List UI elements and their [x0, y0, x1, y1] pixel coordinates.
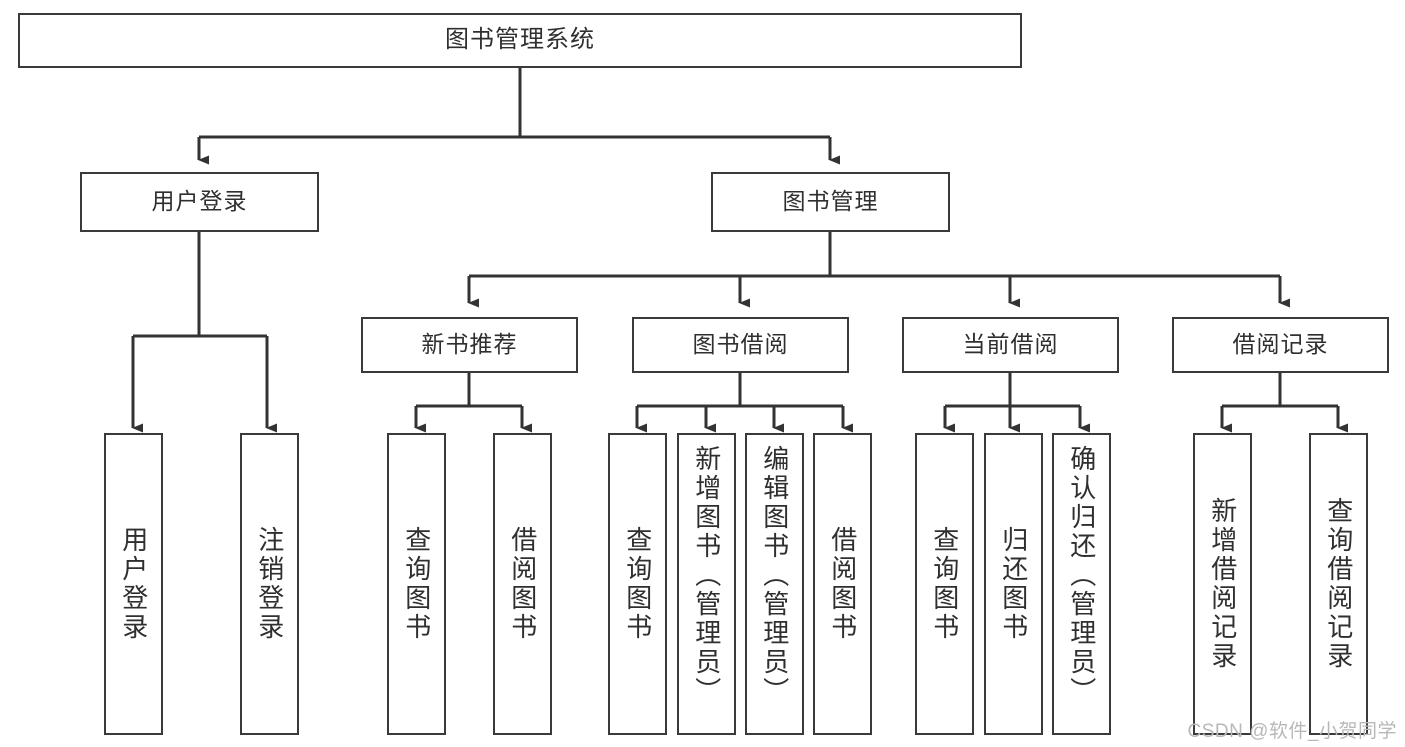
leaf-borrow-book-borrow[interactable]: 借阅图书 [813, 433, 872, 735]
leaf-query-borrow-record[interactable]: 查询借阅记录 [1309, 433, 1368, 735]
node-current-borrow-label: 当前借阅 [962, 331, 1059, 358]
leaf-confirm-return[interactable]: 确认归还（管理员） [1052, 433, 1111, 735]
leaf-user-login-label: 用户登录 [118, 526, 149, 642]
leaf-edit-book[interactable]: 编辑图书（管理员） [745, 433, 804, 735]
leaf-return-book-label: 归还图书 [998, 526, 1029, 642]
leaf-user-login[interactable]: 用户登录 [104, 433, 163, 735]
leaf-query-book-rec[interactable]: 查询图书 [387, 433, 446, 735]
node-borrow-record-label: 借阅记录 [1232, 331, 1329, 358]
node-book-manage-label: 图书管理 [782, 188, 879, 215]
node-root-system-label: 图书管理系统 [445, 26, 595, 54]
node-user-login[interactable]: 用户登录 [80, 172, 319, 232]
node-new-book-recommend[interactable]: 新书推荐 [361, 317, 578, 373]
leaf-borrow-book-rec[interactable]: 借阅图书 [493, 433, 552, 735]
leaf-query-book-current[interactable]: 查询图书 [915, 433, 974, 735]
leaf-query-book-rec-label: 查询图书 [401, 526, 432, 642]
node-user-login-label: 用户登录 [151, 188, 248, 215]
node-root-system[interactable]: 图书管理系统 [18, 13, 1022, 68]
leaf-borrow-book-borrow-label: 借阅图书 [827, 526, 858, 642]
leaf-add-borrow-record[interactable]: 新增借阅记录 [1193, 433, 1252, 735]
leaf-add-book-label: 新增图书（管理员） [691, 445, 722, 706]
csdn-watermark: CSDN @软件_小贺同学 [1187, 721, 1397, 742]
node-book-borrow-label: 图书借阅 [692, 331, 789, 358]
leaf-logout[interactable]: 注销登录 [240, 433, 299, 735]
node-book-borrow[interactable]: 图书借阅 [632, 317, 849, 373]
leaf-add-borrow-record-label: 新增借阅记录 [1207, 497, 1238, 671]
node-current-borrow[interactable]: 当前借阅 [902, 317, 1119, 373]
leaf-add-book[interactable]: 新增图书（管理员） [677, 433, 736, 735]
leaf-query-borrow-record-label: 查询借阅记录 [1323, 497, 1354, 671]
node-borrow-record[interactable]: 借阅记录 [1172, 317, 1389, 373]
leaf-query-book-current-label: 查询图书 [929, 526, 960, 642]
leaf-query-book-borrow[interactable]: 查询图书 [608, 433, 667, 735]
leaf-query-book-borrow-label: 查询图书 [622, 526, 653, 642]
leaf-confirm-return-label: 确认归还（管理员） [1066, 445, 1097, 706]
node-book-manage[interactable]: 图书管理 [711, 172, 950, 232]
leaf-return-book[interactable]: 归还图书 [984, 433, 1043, 735]
leaf-logout-label: 注销登录 [254, 526, 285, 642]
leaf-edit-book-label: 编辑图书（管理员） [759, 445, 790, 706]
leaf-borrow-book-rec-label: 借阅图书 [507, 526, 538, 642]
node-new-book-recommend-label: 新书推荐 [421, 331, 518, 358]
